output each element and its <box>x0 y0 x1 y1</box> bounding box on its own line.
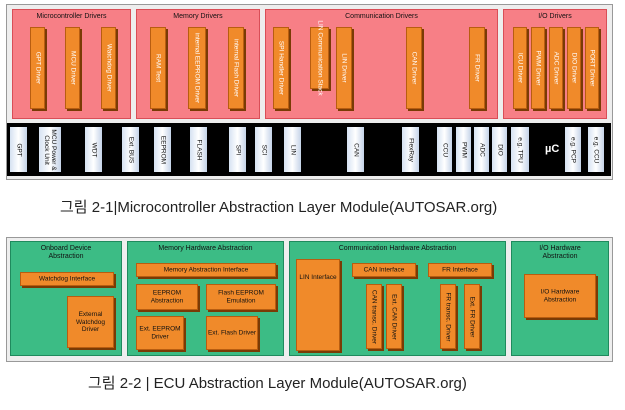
group-title: Communication Hardware Abstraction <box>338 245 457 252</box>
module-external-watchdog-driver: External Watchdog Driver <box>67 296 114 348</box>
module-lin-interface: LIN Interface <box>296 259 340 351</box>
group-title: I/O Hardware Abstraction <box>539 245 581 260</box>
hw-mcu: MCU Power & Clock Unit <box>39 127 61 172</box>
module-can-transc-driver: CAN transc. Driver <box>366 284 382 349</box>
hw-flexray: FlexRay <box>402 127 419 172</box>
module-watchdog-interface: Watchdog Interface <box>20 272 114 286</box>
group-title: Memory Hardware Abstraction <box>158 245 253 252</box>
module-adc-driver: ADC Driver <box>549 27 563 109</box>
module-ext-flash-driver: Ext. Flash Driver <box>206 316 258 350</box>
group-onboard-device-abstraction: Onboard Device Abstraction Watchdog Inte… <box>10 241 122 356</box>
hw-can: CAN <box>347 127 364 172</box>
hw-gpt: GPT <box>10 127 27 172</box>
hw-spi: SPI <box>229 127 246 172</box>
hw-pcp: e.g. PCP <box>565 127 581 172</box>
module-can-driver: CAN Driver <box>406 27 422 109</box>
group-microcontroller-drivers: Microcontroller Drivers GPT Driver MCU D… <box>12 9 131 119</box>
module-flash-eeprom-emulation: Flash EEPROM Emulation <box>206 284 276 310</box>
group-io-drivers: I/O Drivers ICU Driver PWM Driver ADC Dr… <box>503 9 607 119</box>
module-internal-eeprom-driver: internal EEPROM Driver <box>188 27 206 109</box>
module-watchdog-driver: Watchdog Driver <box>101 27 116 109</box>
module-lin-driver: LIN Driver <box>336 27 352 109</box>
module-eeprom-abstraction: EEPROM Abstraction <box>136 284 198 310</box>
module-fr-interface: FR Interface <box>428 263 492 277</box>
hw-eeprom: EEPROM <box>154 127 171 172</box>
uc-label: µC <box>545 143 560 155</box>
hw-ext-bus: Ext. BUS <box>122 127 139 172</box>
group-memory-drivers: Memory Drivers RAM Test internal EEPROM … <box>136 9 260 119</box>
module-fr-transc-driver: FR transc. Driver <box>440 284 456 349</box>
group-communication-hardware-abstraction: Communication Hardware Abstraction LIN I… <box>289 241 506 356</box>
module-ext-fr-driver: Ext. FR Driver <box>464 284 480 349</box>
module-icu-driver: ICU Driver <box>513 27 527 109</box>
hw-ccu: CCU <box>437 127 452 172</box>
hw-tpu: e.g. TPU <box>511 127 529 172</box>
module-lin-communication-stack: LIN Communication Stack <box>310 20 329 96</box>
module-memory-abstraction-interface: Memory Abstraction Interface <box>136 263 276 277</box>
module-mcu-driver: MCU Driver <box>65 27 80 109</box>
module-port-driver: PORT Driver <box>585 27 599 109</box>
hw-ccu-2: e.g. CCU <box>588 127 604 172</box>
figure-2-caption: 그림 2-2 | ECU Abstraction Layer Module(AU… <box>88 375 467 392</box>
hw-lin: LIN <box>284 127 301 172</box>
hw-sci: SCI <box>255 127 272 172</box>
module-fr-driver: FR Driver <box>469 27 485 109</box>
figure-1-caption: 그림 2-1|Microcontroller Abstraction Layer… <box>60 199 498 216</box>
group-io-hardware-abstraction: I/O Hardware Abstraction I/O Hardware Ab… <box>511 241 609 356</box>
module-spi-handler-driver: SPI Handler Driver <box>273 27 289 109</box>
module-dio-driver: DIO Driver <box>567 27 581 109</box>
module-gpt-driver: GPT Driver <box>30 27 45 109</box>
module-io-hardware-abstraction: I/O Hardware Abstraction <box>524 274 596 318</box>
group-memory-hardware-abstraction: Memory Hardware Abstraction Memory Abstr… <box>127 241 284 356</box>
microcontroller-hardware-bar: GPT MCU Power & Clock Unit WDT Ext. BUS … <box>7 123 611 176</box>
hw-pwm: PWM <box>456 127 471 172</box>
module-pwm-driver: PWM Driver <box>531 27 545 109</box>
hw-wdt: WDT <box>85 127 102 172</box>
module-ram-test: RAM Test <box>150 27 166 109</box>
hw-flash: FLASH <box>190 127 207 172</box>
group-communication-drivers: Communication Drivers SPI Handler Driver… <box>265 9 498 119</box>
module-can-interface: CAN Interface <box>352 263 416 277</box>
group-title: Microcontroller Drivers <box>36 13 107 20</box>
module-ext-can-driver: Ext. CAN Driver <box>386 284 402 349</box>
module-ext-eeprom-driver: Ext. EEPROM Driver <box>136 316 184 350</box>
group-title: Memory Drivers <box>173 13 223 20</box>
group-title: Onboard Device Abstraction <box>40 245 92 260</box>
module-internal-flash-driver: internal Flash Driver <box>228 27 244 109</box>
hw-adc: ADC <box>474 127 489 172</box>
group-title: I/O Drivers <box>538 13 572 20</box>
group-title: Communication Drivers <box>345 13 418 20</box>
hw-dio: DIO <box>492 127 507 172</box>
